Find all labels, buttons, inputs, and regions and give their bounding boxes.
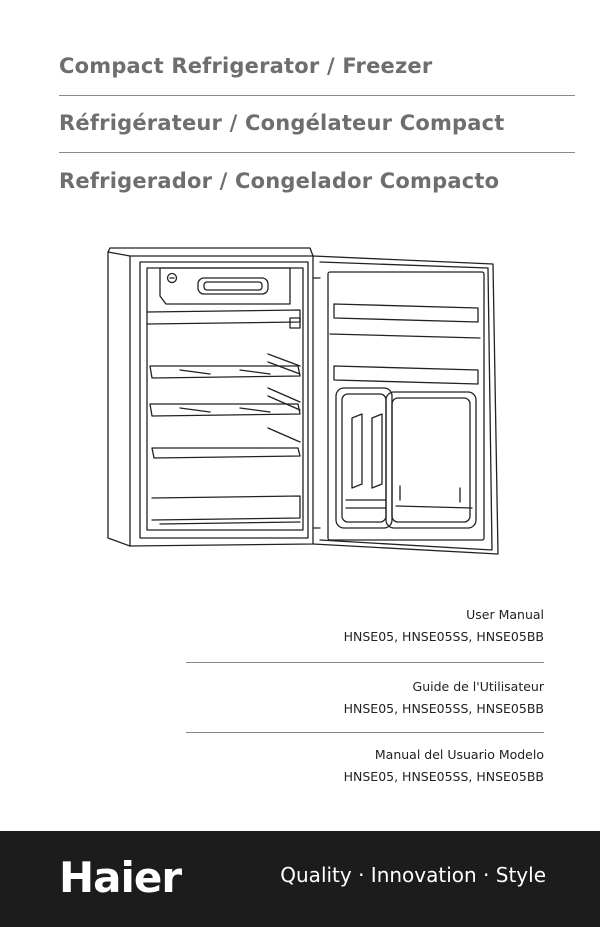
- manual-models-english: HNSE05, HNSE05SS, HNSE05BB: [343, 629, 544, 644]
- manual-title-french: Guide de l'Utilisateur: [412, 679, 544, 694]
- haier-logo: Haier: [59, 853, 182, 902]
- manual-divider-1: [186, 662, 544, 663]
- manual-block-english: User Manual HNSE05, HNSE05SS, HNSE05BB: [344, 604, 544, 648]
- manual-title-english: User Manual: [466, 607, 544, 622]
- manual-block-french: Guide de l'Utilisateur HNSE05, HNSE05SS,…: [344, 676, 544, 720]
- title-divider-1: [59, 95, 575, 96]
- manual-models-spanish: HNSE05, HNSE05SS, HNSE05BB: [343, 769, 544, 784]
- title-french: Réfrigérateur / Congélateur Compact: [59, 111, 505, 135]
- brand-tagline: Quality · Innovation · Style: [280, 863, 546, 887]
- title-spanish: Refrigerador / Congelador Compacto: [59, 169, 500, 193]
- manual-divider-2: [186, 732, 544, 733]
- title-english: Compact Refrigerator / Freezer: [59, 54, 433, 78]
- refrigerator-illustration: [107, 247, 499, 555]
- footer-bar: Haier Quality · Innovation · Style: [0, 831, 600, 927]
- title-divider-2: [59, 152, 575, 153]
- manual-title-spanish: Manual del Usuario Modelo: [374, 747, 544, 762]
- manual-models-french: HNSE05, HNSE05SS, HNSE05BB: [343, 701, 544, 716]
- manual-block-spanish: Manual del Usuario Modelo HNSE05, HNSE05…: [344, 744, 544, 788]
